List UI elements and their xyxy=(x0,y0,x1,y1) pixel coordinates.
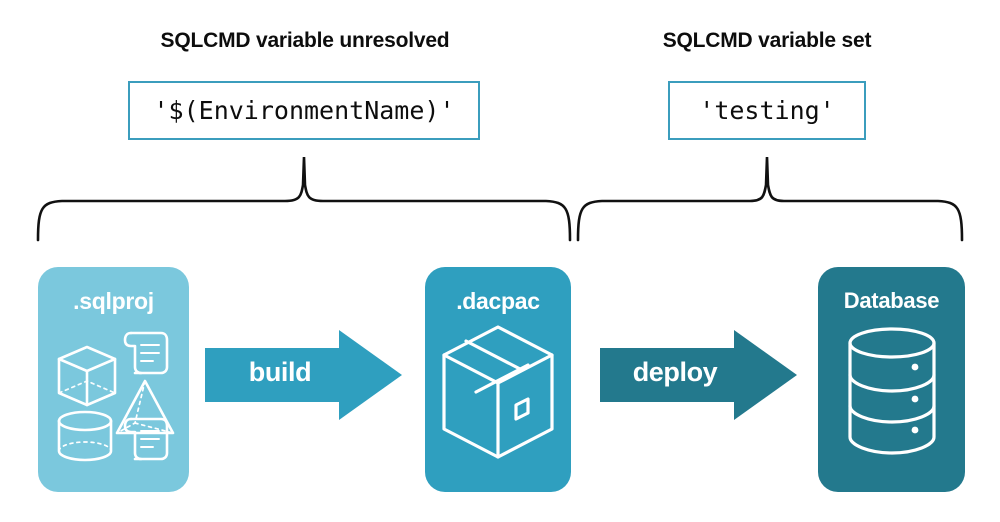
cube-icon xyxy=(57,345,116,407)
arrow-deploy: deploy xyxy=(600,330,797,420)
arrow-shape xyxy=(600,330,797,420)
project-shapes-icon xyxy=(38,323,189,468)
arrow-shape xyxy=(205,330,402,420)
sqlcmd-value-box-set: 'testing' xyxy=(668,81,866,140)
pyramid-icon xyxy=(115,379,174,435)
stage-label-database: Database xyxy=(843,288,940,313)
left-brace xyxy=(36,156,572,242)
package-box-icon xyxy=(425,317,571,467)
scroll-icon xyxy=(123,417,168,461)
stage-card-sqlproj: .sqlproj xyxy=(38,267,189,492)
scroll-icon xyxy=(123,331,168,375)
annotation-heading-left: SQLCMD variable unresolved xyxy=(160,29,450,52)
sqlcmd-value-box-unresolved: '$(EnvironmentName)' xyxy=(128,81,480,140)
stage-label-sqlproj: .sqlproj xyxy=(73,288,154,314)
right-brace xyxy=(576,156,964,242)
stage-label-dacpac: .dacpac xyxy=(456,288,540,314)
annotation-heading-right: SQLCMD variable set xyxy=(662,29,872,52)
stage-card-database: Database xyxy=(818,267,965,492)
database-cylinder-icon xyxy=(818,325,965,465)
cylinder-icon xyxy=(57,410,112,462)
stage-card-dacpac: .dacpac xyxy=(425,267,571,492)
arrow-build: build xyxy=(205,330,402,420)
